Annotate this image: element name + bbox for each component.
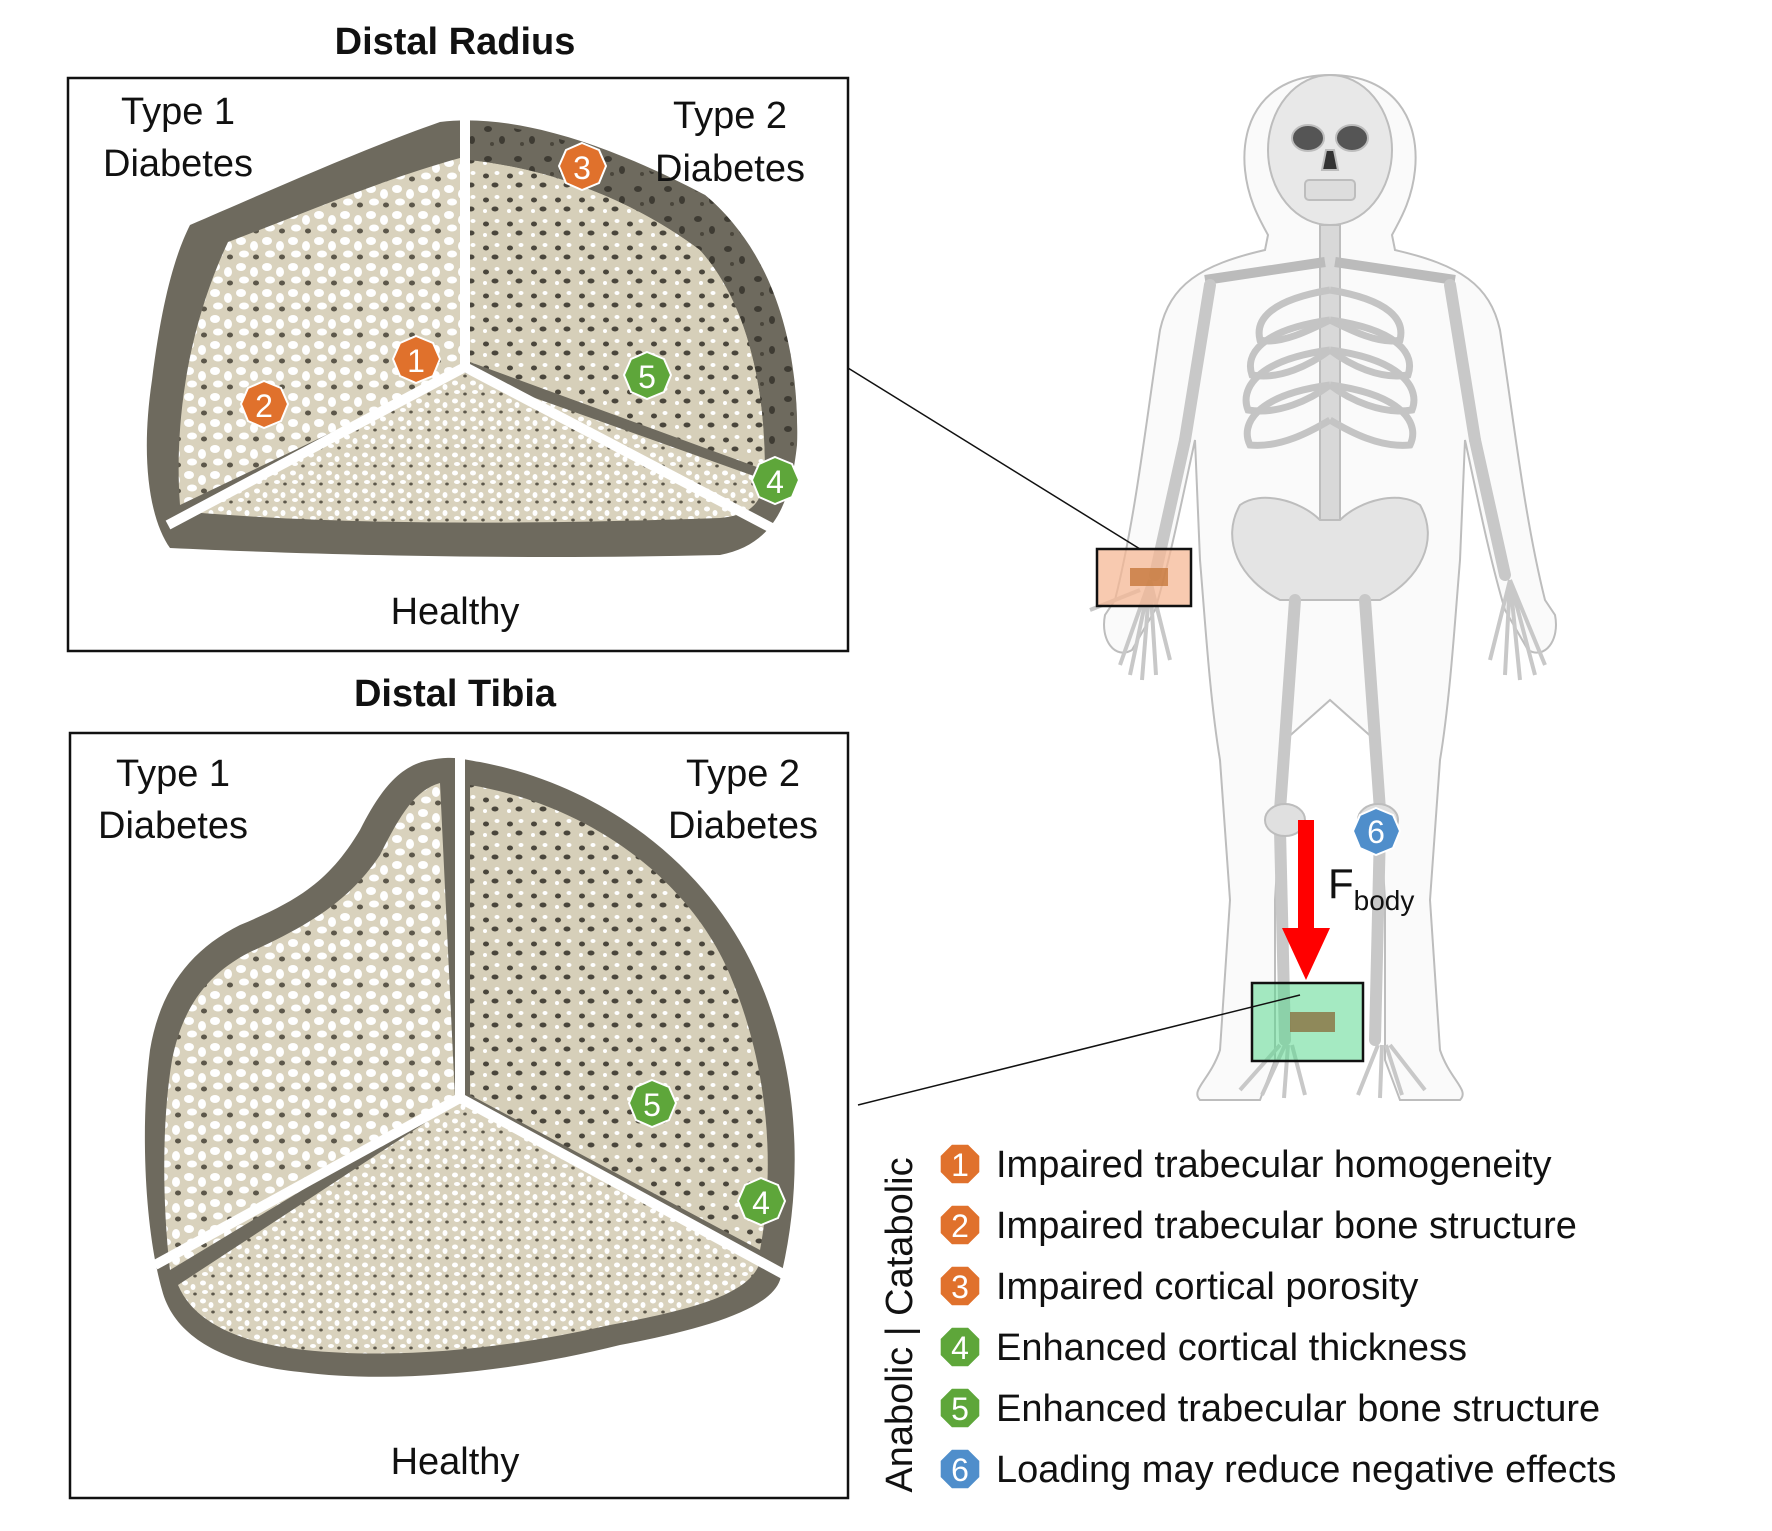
legend-number: 2 [951, 1208, 969, 1244]
legend-marker [938, 1447, 982, 1491]
legend-item: 1 Impaired trabecular homogeneity [938, 1142, 1552, 1186]
legend-marker [938, 1386, 982, 1430]
tibia-panel: Distal Tibia Type 1 Diabetes Type 2 Diab… [68, 673, 850, 1500]
tibia-type1-line2: Diabetes [98, 805, 248, 847]
radius-panel: Distal Radius Type 1 Diabetes Type 2 Dia… [66, 21, 850, 653]
radius-title: Distal Radius [335, 21, 576, 63]
eye-socket-right [1335, 124, 1369, 152]
radius-type2-line2: Diabetes [655, 148, 805, 190]
radius-marker-5: 5 [622, 350, 673, 401]
legend-marker [938, 1264, 982, 1308]
ankle-bone-region [1290, 1012, 1335, 1032]
tibia-trabecular-healthy [178, 1100, 760, 1354]
tibia-marker-4: 4 [736, 1176, 787, 1227]
radius-trabecular-healthy [190, 372, 765, 523]
svg-text:2: 2 [255, 388, 273, 424]
svg-text:5: 5 [638, 359, 656, 395]
radius-healthy-label: Healthy [391, 591, 520, 633]
tibia-type2-line2: Diabetes [668, 805, 818, 847]
legend-label: Impaired cortical porosity [996, 1266, 1418, 1308]
radius-frame [66, 76, 850, 653]
legend-item: 4 Enhanced cortical thickness [938, 1325, 1467, 1369]
tibia-trabecular-type2 [470, 785, 768, 1250]
skeleton-illustration [1089, 73, 1557, 1101]
force-label: Fbody [1328, 860, 1414, 916]
legend-item: 3 Impaired cortical porosity [938, 1264, 1418, 1308]
svg-text:5: 5 [643, 1087, 661, 1123]
tibia-divider-right [457, 1093, 788, 1280]
knee-marker-6: 6 [1351, 806, 1402, 857]
legend-item: 5 Enhanced trabecular bone structure [938, 1386, 1600, 1430]
legend-item: 6 Loading may reduce negative effects [938, 1447, 1616, 1491]
radius-divider-right [462, 362, 788, 540]
tibia-trabecular-type1 [164, 783, 455, 1270]
svg-text:3: 3 [573, 150, 591, 186]
body-force-arrow [1282, 820, 1330, 980]
tibia-frame [68, 731, 850, 1500]
legend-number: 1 [951, 1147, 969, 1183]
tibia-type2-line1: Type 2 [686, 753, 800, 795]
radius-marker-3: 3 [557, 141, 608, 192]
legend-number: 3 [951, 1269, 969, 1305]
radius-type2-line1: Type 2 [673, 95, 787, 137]
radius-cortex-type2 [470, 122, 798, 470]
tibia-bone [144, 752, 795, 1377]
radius-trabecular-type2 [470, 160, 765, 470]
tibia-divider-left [152, 1093, 463, 1270]
legend-label: Loading may reduce negative effects [996, 1449, 1616, 1491]
wrist-bone-region [1130, 568, 1168, 586]
legend-number: 6 [951, 1452, 969, 1488]
tibia-title: Distal Tibia [354, 673, 557, 715]
svg-text:1: 1 [407, 343, 425, 379]
legend-label: Impaired trabecular homogeneity [996, 1144, 1552, 1186]
radius-marker-4: 4 [750, 455, 801, 506]
eye-socket-left [1291, 124, 1325, 152]
svg-text:6: 6 [1367, 814, 1385, 850]
radius-connector-line [847, 367, 1141, 550]
anabolic-catabolic-label: Anabolic | Catabolic [879, 1157, 921, 1492]
radius-type1-line1: Type 1 [121, 91, 235, 133]
radius-type1-line2: Diabetes [103, 143, 253, 185]
radius-divider-left [165, 362, 468, 530]
svg-text:4: 4 [752, 1185, 770, 1221]
radius-marker-2: 2 [239, 379, 290, 430]
tibia-type1-line1: Type 1 [116, 753, 230, 795]
legend-label: Enhanced cortical thickness [996, 1327, 1467, 1369]
tibia-healthy-label: Healthy [391, 1441, 520, 1483]
legend-number: 4 [951, 1330, 969, 1366]
legend-number: 5 [951, 1391, 969, 1427]
svg-text:4: 4 [766, 464, 784, 500]
radius-marker-1: 1 [391, 334, 442, 385]
legend-marker [938, 1203, 982, 1247]
tibia-connector-line [857, 994, 1301, 1106]
legend-marker [938, 1142, 982, 1186]
tibia-marker-5: 5 [627, 1078, 678, 1129]
legend-label: Impaired trabecular bone structure [996, 1205, 1577, 1247]
legend-marker [938, 1325, 982, 1369]
legend-item: 2 Impaired trabecular bone structure [938, 1203, 1577, 1247]
legend-label: Enhanced trabecular bone structure [996, 1388, 1600, 1430]
